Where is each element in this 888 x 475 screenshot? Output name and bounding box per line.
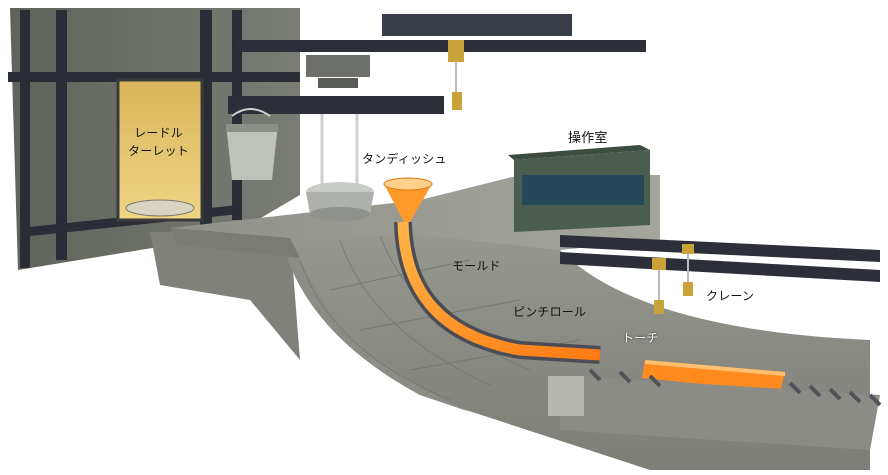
- control-room: [508, 145, 650, 232]
- roller-table: [548, 368, 882, 450]
- crane-rails: [560, 235, 880, 282]
- crane-label: クレーン: [706, 289, 755, 303]
- strand: [394, 221, 785, 392]
- ladle: [226, 108, 278, 180]
- ladle-turret-label-line2: ターレット: [128, 144, 190, 158]
- ladle-turret-label-line1: レードル: [134, 126, 183, 140]
- ladle-turret-label: レードル ターレット: [128, 124, 189, 160]
- control-room-label: 操作室: [568, 131, 608, 146]
- mold-label: モールド: [452, 259, 501, 273]
- torch-label: トーチ: [622, 331, 659, 345]
- ladle-turret-opening: [116, 78, 204, 222]
- tundish-label: タンディッシュ: [362, 152, 447, 166]
- mold-funnel: [383, 177, 433, 222]
- tundish: [306, 182, 374, 221]
- crane-trolleys: [448, 40, 694, 314]
- overhead-girders: [228, 14, 646, 114]
- tundish-supports: [320, 114, 359, 188]
- pinch-roll-label: ピンチロール: [513, 305, 587, 319]
